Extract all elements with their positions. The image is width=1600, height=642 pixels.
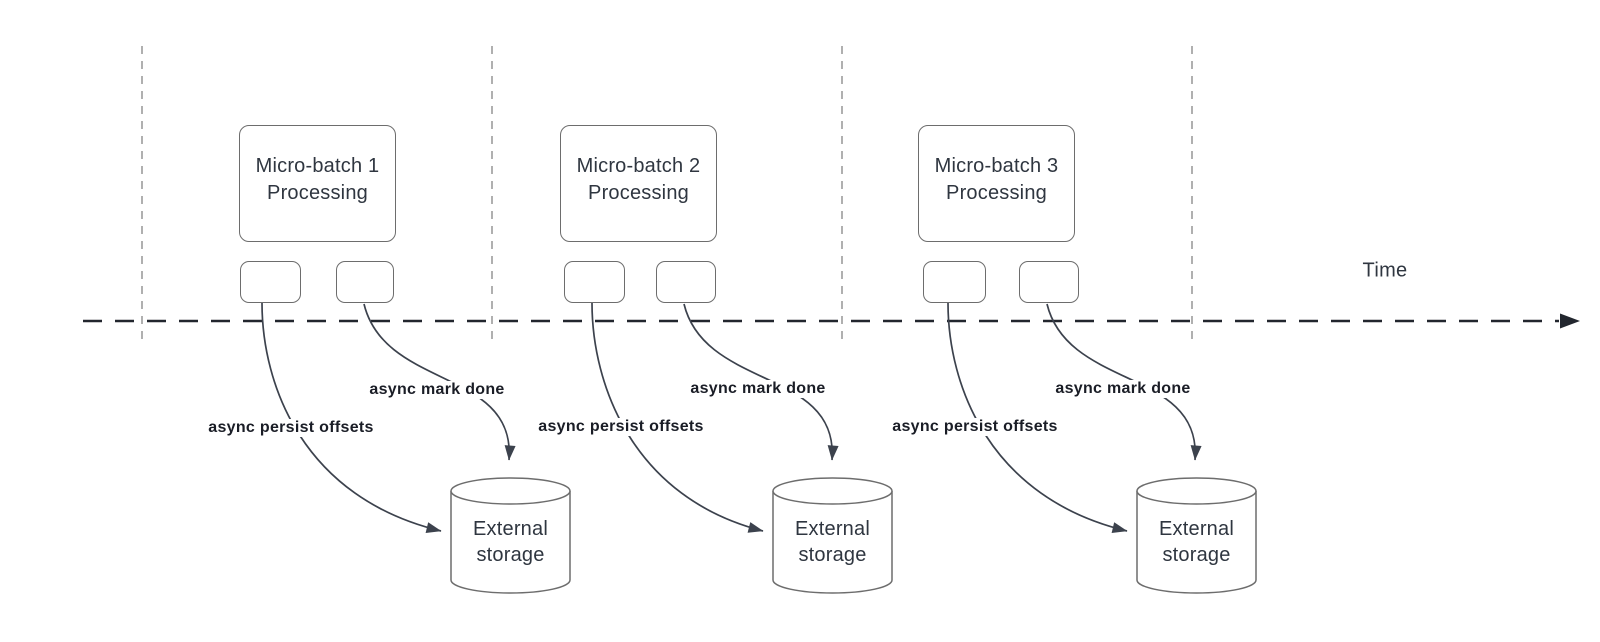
edge-mark-done-1 <box>363 303 516 461</box>
external-storage-cylinder-3 <box>1136 477 1257 594</box>
external-storage-1-label: External storage <box>451 516 570 568</box>
microbatch-2-done-task-box <box>656 261 716 303</box>
external-storage-cylinder-2 <box>772 477 893 594</box>
external-storage-1-line2: storage <box>476 544 545 566</box>
microbatch-1-persist-task-box <box>240 261 301 303</box>
edge-persist-offsets-1 <box>261 302 442 533</box>
microbatch-3-title-line2: Processing <box>946 181 1047 204</box>
microbatch-1-title-line1: Micro-batch 1 <box>255 154 380 177</box>
microbatch-2-title-line2: Processing <box>588 181 689 204</box>
microbatch-1-done-task-box <box>336 261 394 303</box>
microbatch-3-mark-done-label: async mark done <box>1052 380 1194 398</box>
microbatch-3-done-task-box <box>1019 261 1079 303</box>
microbatch-1-processing-box: Micro-batch 1 Processing <box>239 125 396 242</box>
microbatch-3-title-line1: Micro-batch 3 <box>934 154 1059 177</box>
external-storage-3-line2: storage <box>1162 544 1231 566</box>
microbatch-2-persist-offsets-label: async persist offsets <box>535 418 707 436</box>
microbatch-2-processing-box: Micro-batch 2 Processing <box>560 125 717 242</box>
microbatch-2-mark-done-label: async mark done <box>687 380 829 398</box>
edge-mark-done-2 <box>683 303 839 461</box>
time-axis-label: Time <box>1362 259 1408 282</box>
external-storage-2-line1: External <box>795 518 870 540</box>
external-storage-2-label: External storage <box>773 516 892 568</box>
microbatch-2-title-line1: Micro-batch 2 <box>576 154 701 177</box>
microbatch-1-mark-done-label: async mark done <box>366 381 508 399</box>
external-storage-2-line2: storage <box>798 544 867 566</box>
microbatch-1-title-line2: Processing <box>267 181 368 204</box>
edge-persist-offsets-3 <box>947 302 1128 533</box>
microbatch-2-persist-task-box <box>564 261 625 303</box>
edge-persist-offsets-2 <box>591 302 764 533</box>
time-axis-arrowhead-icon <box>1560 313 1580 329</box>
external-storage-cylinder-1 <box>450 477 571 594</box>
microbatch-1-persist-offsets-label: async persist offsets <box>205 419 377 437</box>
edge-mark-done-3 <box>1046 303 1202 461</box>
external-storage-1-line1: External <box>473 518 548 540</box>
external-storage-3-line1: External <box>1159 518 1234 540</box>
microbatch-3-persist-offsets-label: async persist offsets <box>889 418 1061 436</box>
microbatch-3-processing-box: Micro-batch 3 Processing <box>918 125 1075 242</box>
microbatch-3-persist-task-box <box>923 261 986 303</box>
external-storage-3-label: External storage <box>1137 516 1256 568</box>
